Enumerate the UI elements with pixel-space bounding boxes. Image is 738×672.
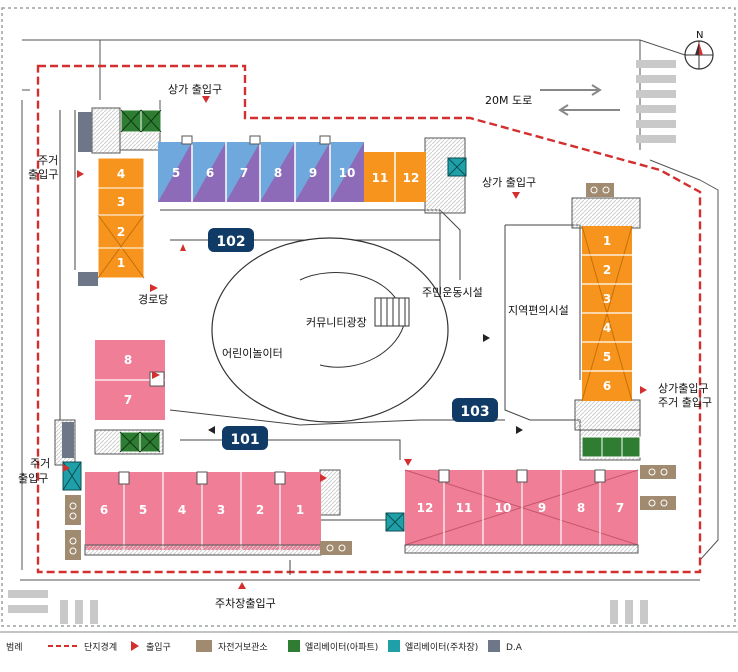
svg-text:103: 103	[460, 404, 489, 420]
top-row-units: 5 6 7 8 9 10 11 12	[158, 135, 426, 202]
unit-label: 6	[100, 503, 108, 517]
unit-label: 3	[217, 503, 225, 517]
parking-entrance-label: 주차장출입구	[215, 597, 276, 610]
resident-entrance-left-top-label-2: 출입구	[28, 168, 58, 181]
unit-label: 2	[603, 263, 611, 277]
resident-entrance-left-bottom-label-2: 출입구	[18, 472, 48, 485]
entrance-arrow-icon	[131, 641, 139, 651]
badge-103: 103	[452, 398, 498, 422]
shop-entrance-mid-label: 상가 출입구	[482, 176, 536, 189]
unit-label: 1	[117, 256, 125, 270]
unit-label: 8	[274, 166, 282, 180]
unit-label: 8	[577, 501, 585, 515]
unit-label: 1	[603, 234, 611, 248]
unit-label: 10	[495, 501, 512, 515]
road-label: 20M 도로	[485, 94, 532, 107]
unit-label: 12	[417, 501, 434, 515]
da-icon	[488, 640, 500, 652]
shop-entrance-right-label: 상가출입구	[658, 382, 709, 395]
svg-text:102: 102	[216, 234, 245, 250]
entrance-arrow-icon	[63, 96, 647, 589]
legend-item-label: 자전거보관소	[218, 642, 268, 653]
unit-label: 4	[178, 503, 186, 517]
badge-101: 101	[222, 426, 268, 450]
playground-label: 어린이놀이터	[222, 347, 283, 360]
unit-label: 7	[616, 501, 624, 515]
legend-item-label: 엘리베이터(아파트)	[305, 642, 378, 653]
unit-label: 5	[139, 503, 147, 517]
da-icon	[62, 112, 98, 458]
legend-item-label: 단지경계	[84, 641, 117, 653]
unit-label: 6	[603, 379, 611, 393]
unit-label: 1	[296, 503, 304, 517]
compass-icon: N	[684, 30, 714, 70]
unit-label: 8	[124, 353, 132, 367]
right-tower: 1 2 3 4 5 6	[581, 225, 633, 402]
bicycle-icon	[196, 640, 212, 652]
resident-entrance-left-top-label: 주거	[38, 154, 58, 167]
unit-label: 3	[603, 292, 611, 306]
unit-label: 9	[309, 166, 317, 180]
unit-label: 2	[117, 225, 125, 239]
playground-oval	[211, 237, 449, 423]
legend-item-label: 엘리베이터(주차장)	[405, 641, 478, 653]
unit-label: 12	[403, 171, 420, 185]
compass-north-label: N	[696, 30, 703, 41]
unit-label: 5	[172, 166, 180, 180]
unit-label: 9	[538, 501, 546, 515]
elevator-apartment-icon	[288, 640, 300, 652]
road-arrows	[540, 84, 620, 116]
elevator-apartment-marks	[119, 109, 162, 453]
unit-label: 4	[603, 321, 611, 335]
badge-102: 102	[208, 228, 254, 252]
unit-label: 11	[372, 171, 389, 185]
bicycle-icon	[65, 183, 676, 560]
svg-text:101: 101	[230, 432, 259, 448]
resident-entrance-right-label: 주거 출입구	[658, 396, 712, 409]
unit-label: 7	[124, 393, 132, 407]
bottom-right-row: 12 11 10 9 8 7	[404, 469, 639, 554]
unit-label: 2	[256, 503, 264, 517]
unit-label: 6	[206, 166, 214, 180]
legend: 범례 단지경계 출입구 자전거보관소 엘리베이터(아파트) 엘리베이터(주차장)…	[0, 631, 738, 653]
fitness-label: 주민운동시설	[422, 286, 483, 299]
legend-title: 범례	[6, 642, 23, 653]
community-plaza-label: 커뮤니티광장	[306, 316, 367, 329]
senior-center-label: 경로당	[138, 293, 168, 306]
unit-label: 7	[240, 166, 248, 180]
unit-label: 4	[117, 167, 125, 181]
legend-item-label: 출입구	[146, 641, 171, 653]
walkway-markers	[208, 334, 523, 434]
left-pink-block: 8 7	[95, 340, 165, 420]
bottom-left-row: 6 5 4 3 2 1	[84, 471, 322, 556]
unit-label: 10	[339, 166, 356, 180]
legend-item-label: D.A	[506, 643, 523, 653]
unit-label: 11	[456, 501, 473, 515]
unit-label: 3	[117, 195, 125, 209]
left-tower: 4 3 2 1	[97, 157, 145, 279]
elevator-parking-icon	[388, 640, 400, 652]
unit-label: 5	[603, 350, 611, 364]
resident-entrance-left-bottom-label: 주거	[30, 457, 50, 470]
local-facility-label: 지역편의시설	[508, 304, 569, 317]
stairs-icon	[374, 297, 410, 327]
crosswalks	[8, 60, 676, 624]
shop-entrance-top-label: 상가 출입구	[168, 83, 222, 96]
